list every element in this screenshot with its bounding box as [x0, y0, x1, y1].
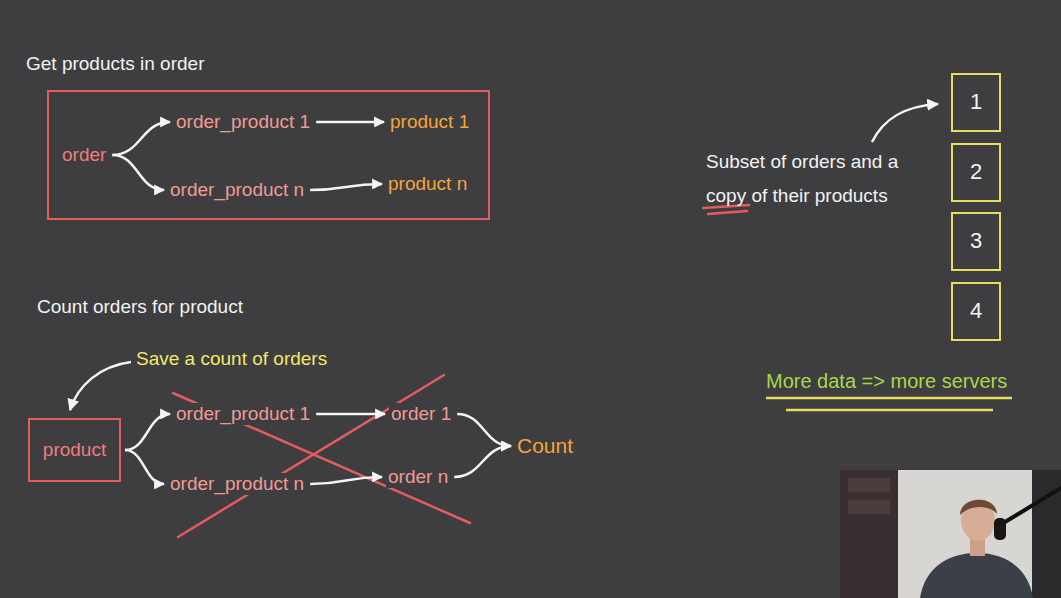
- entity-label: order_product n: [168, 473, 306, 496]
- server-box: 2: [951, 143, 1001, 202]
- leader-arrow: [70, 362, 131, 410]
- node-text: product: [43, 439, 106, 462]
- mic-arm: [1005, 488, 1061, 522]
- section-heading: Get products in order: [26, 53, 204, 76]
- underline: [766, 397, 1012, 400]
- webcam-inset: [840, 470, 1061, 598]
- flow-arrow: [316, 413, 385, 416]
- node-text: 4: [970, 298, 982, 324]
- entity-label: order_product n: [168, 179, 306, 202]
- leader-arrow: [872, 104, 938, 142]
- result-label: Count: [515, 433, 575, 458]
- person-hair: [960, 500, 997, 515]
- node-text: order_product n: [170, 473, 304, 496]
- flow-arrow: [125, 414, 170, 450]
- note: Subset of orders and a copy of their pro…: [706, 145, 921, 213]
- acoustic-panel: [848, 500, 890, 514]
- entity-label: order_product 1: [174, 111, 312, 134]
- node-text: 1: [970, 89, 982, 115]
- entity-label: order: [60, 144, 108, 167]
- server-box: 1: [951, 73, 1001, 132]
- webcam-wall: [840, 470, 1061, 598]
- server-box: 3: [951, 212, 1001, 271]
- entity-label: order n: [386, 466, 450, 489]
- underline: [786, 409, 993, 412]
- group-frame: Get products in orderorderorder_product …: [47, 90, 490, 220]
- person-torso: [920, 553, 1033, 598]
- flow-arrow: [125, 450, 164, 484]
- node-text: order 1: [391, 403, 451, 426]
- node-text: 3: [970, 228, 982, 254]
- flow-arrow: [112, 155, 164, 190]
- node-text: order_product 1: [176, 403, 310, 426]
- node-text: order_product n: [170, 179, 304, 202]
- node-text: product n: [388, 173, 467, 196]
- flow-arrow: [112, 122, 170, 155]
- section-heading: Count orders for product: [37, 296, 243, 319]
- note: Save a count of orders: [136, 348, 327, 371]
- acoustic-panel: [840, 470, 898, 598]
- server-box: 4: [951, 282, 1001, 341]
- entity-box: product: [28, 418, 121, 482]
- node-text: product 1: [390, 111, 469, 134]
- acoustic-panel: [848, 478, 890, 492]
- node-text: order n: [388, 466, 448, 489]
- microphone: [994, 518, 1006, 540]
- flow-arrow: [310, 184, 382, 190]
- flow-arrow: [316, 121, 384, 124]
- flow-arrow: [457, 414, 511, 446]
- entity-label: order_product 1: [174, 403, 312, 426]
- node-text: order_product 1: [176, 111, 310, 134]
- node-text: 2: [970, 159, 982, 185]
- flow-arrow: [454, 446, 511, 477]
- entity-label: order 1: [389, 403, 453, 426]
- note: More data => more servers: [766, 369, 1007, 393]
- cross-out-stroke: [178, 375, 444, 537]
- emphasis-underline: [708, 211, 747, 214]
- node-text: order: [62, 144, 106, 167]
- node-text: Count: [517, 433, 573, 458]
- entity-label: product n: [386, 173, 469, 196]
- entity-label: product 1: [388, 111, 471, 134]
- cross-out-stroke: [173, 393, 470, 523]
- flow-arrow: [310, 477, 382, 484]
